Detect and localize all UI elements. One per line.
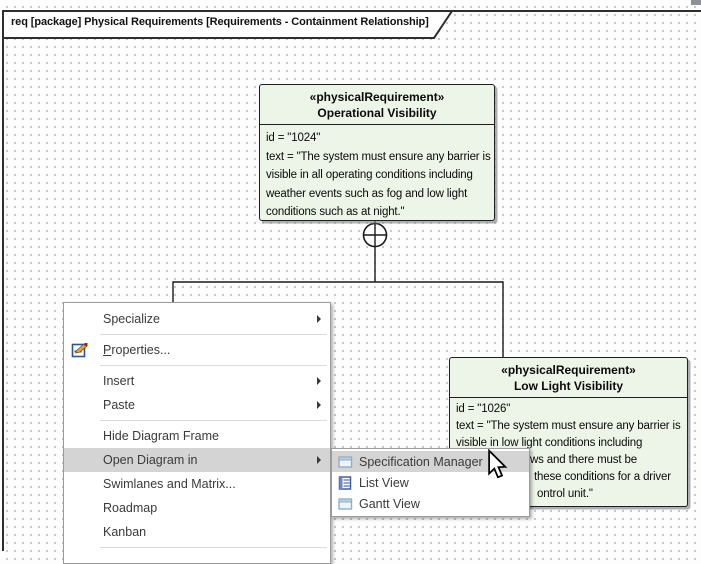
menu-item-specialize[interactable]: Specialize <box>64 307 330 331</box>
menu-item-label: Swimlanes and Matrix... <box>103 477 236 491</box>
menu-item-label: Roadmap <box>103 501 157 515</box>
menu-item-label: Open Diagram in <box>103 453 198 467</box>
requirement-name: Low Light Visibility <box>450 378 687 394</box>
menu-separator <box>100 334 327 335</box>
menu-item-label: Kanban <box>103 525 146 539</box>
menu-separator <box>100 420 327 421</box>
submenu-item-label: Gantt View <box>359 497 420 511</box>
menu-item-label: Insert <box>103 374 134 388</box>
menu-item-paste[interactable]: Paste <box>64 393 330 417</box>
menu-item-label: Hide Diagram Frame <box>103 429 219 443</box>
context-menu: Specialize Properties... Insert Paste Hi… <box>63 302 331 564</box>
menu-item-label: Specialize <box>103 312 160 326</box>
requirement-name: Operational Visibility <box>260 105 494 121</box>
menu-item-label: Paste <box>103 398 135 412</box>
menu-item-insert[interactable]: Insert <box>64 369 330 393</box>
menu-item-roadmap[interactable]: Roadmap <box>64 496 330 520</box>
requirement-header: «physicalRequirement» Low Light Visibili… <box>450 358 687 394</box>
submenu-arrow-icon <box>317 456 321 464</box>
menu-item-hide-diagram-frame[interactable]: Hide Diagram Frame <box>64 424 330 448</box>
menu-item-properties[interactable]: Properties... <box>64 338 330 362</box>
scrollbar-fragment[interactable] <box>691 0 701 5</box>
stereotype-label: «physicalRequirement» <box>260 89 494 105</box>
menu-separator <box>100 547 327 548</box>
requirement-body-text: id = "1024" text = "The system must ensu… <box>260 125 494 226</box>
menu-item-open-diagram-in[interactable]: Open Diagram in <box>64 448 330 472</box>
list-view-icon <box>338 476 353 490</box>
menu-item-kanban[interactable]: Kanban <box>64 520 330 544</box>
stereotype-label: «physicalRequirement» <box>450 362 687 378</box>
diagram-canvas: { "frame": { "title": "req [package] Phy… <box>0 0 701 551</box>
submenu-item-label: Specification Manager <box>359 455 483 469</box>
menu-separator <box>100 365 327 366</box>
diagram-frame-label: req [package] Physical Requirements [Req… <box>11 16 429 28</box>
submenu-item-label: List View <box>359 476 409 490</box>
gantt-view-window-icon <box>338 497 353 511</box>
specification-manager-window-icon <box>338 455 353 469</box>
menu-item-label: Properties... <box>103 343 170 357</box>
submenu-arrow-icon <box>317 377 321 385</box>
menu-item-swimlanes-and-matrix[interactable]: Swimlanes and Matrix... <box>64 472 330 496</box>
requirement-header: «physicalRequirement» Operational Visibi… <box>260 85 494 121</box>
mouse-cursor-icon <box>486 449 508 484</box>
submenu-arrow-icon <box>317 315 321 323</box>
submenu-item-gantt-view[interactable]: Gantt View <box>332 493 529 514</box>
submenu-arrow-icon <box>317 401 321 409</box>
properties-icon <box>71 341 89 359</box>
requirement-operational-visibility[interactable]: «physicalRequirement» Operational Visibi… <box>259 84 495 221</box>
